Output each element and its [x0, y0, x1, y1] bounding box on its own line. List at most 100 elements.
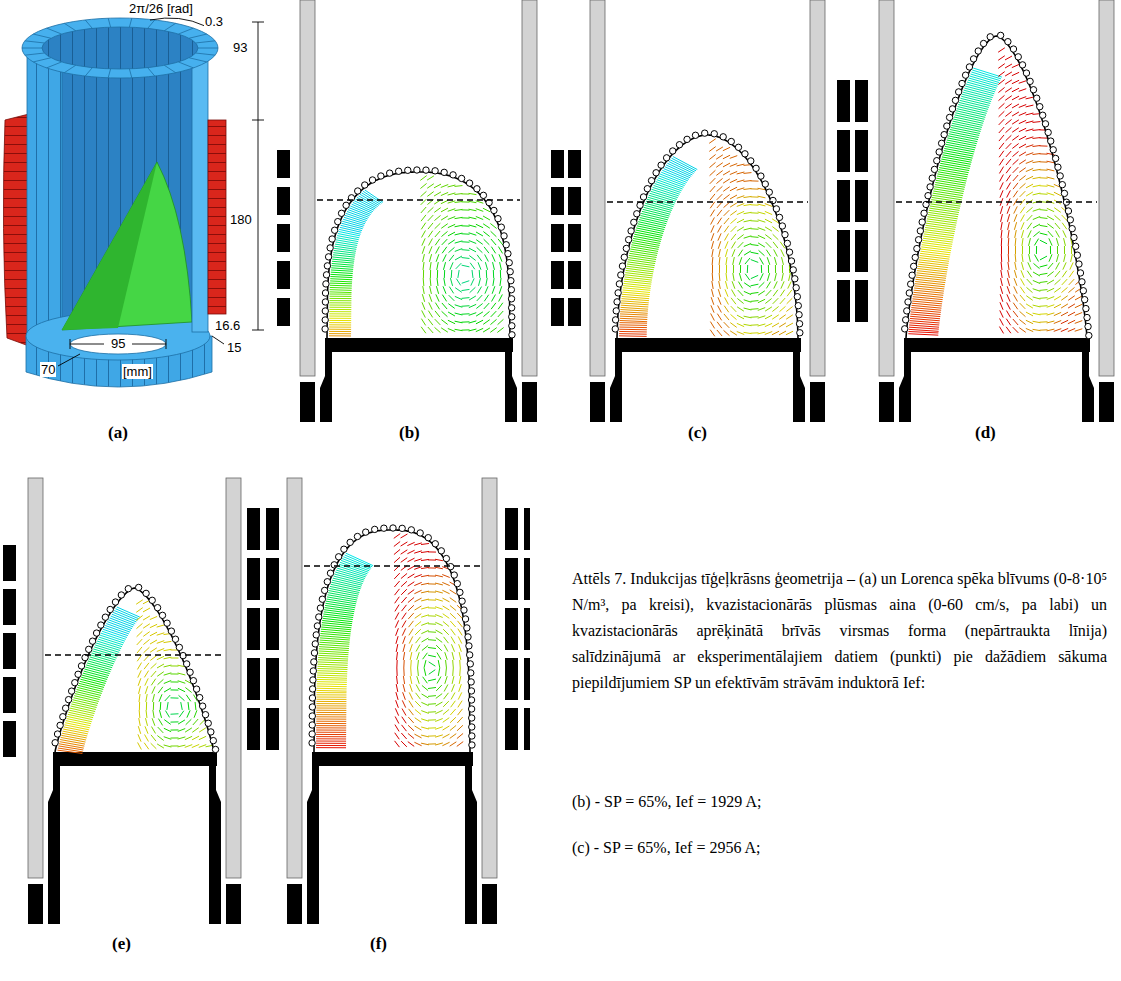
velocity-vector — [428, 319, 433, 325]
force-vector — [316, 747, 346, 748]
experimental-point — [469, 733, 475, 739]
velocity-vector — [187, 710, 190, 717]
velocity-vector — [442, 598, 449, 602]
velocity-vector — [1068, 287, 1074, 292]
experimental-point — [172, 636, 178, 642]
experimental-point — [89, 638, 95, 644]
force-vector — [660, 174, 686, 184]
bottom-plate — [904, 338, 1090, 352]
force-vector — [316, 734, 346, 735]
velocity-vector — [422, 294, 424, 302]
experimental-point — [637, 202, 643, 208]
velocity-vector — [408, 597, 414, 602]
velocity-vector — [414, 598, 421, 602]
experimental-point — [936, 149, 942, 155]
velocity-vector — [430, 270, 431, 278]
force-vector — [967, 82, 996, 90]
experimental-point — [465, 634, 471, 640]
experimental-point — [613, 308, 619, 314]
velocity-vector — [780, 298, 785, 304]
velocity-vector — [716, 163, 723, 168]
velocity-vector — [408, 582, 415, 586]
experimental-point — [1023, 70, 1029, 76]
experimental-point — [190, 677, 196, 683]
velocity-vector — [751, 284, 759, 286]
force-vector — [337, 238, 359, 242]
inductor-turn — [266, 708, 279, 750]
velocity-vector — [999, 143, 1004, 149]
velocity-vector — [428, 695, 436, 697]
section-slit — [129, 18, 131, 27]
force-vector — [651, 191, 677, 199]
velocity-vector — [738, 250, 742, 257]
velocity-vector — [441, 224, 448, 229]
force-vector — [927, 219, 957, 223]
velocity-vector — [137, 655, 142, 662]
velocity-vector — [428, 231, 433, 238]
force-vector — [923, 236, 953, 240]
velocity-vector — [164, 688, 171, 692]
velocity-vector — [435, 735, 443, 737]
velocity-vector — [409, 621, 414, 627]
velocity-vector — [711, 233, 714, 241]
experimental-point — [112, 599, 118, 605]
velocity-vector — [422, 231, 426, 238]
force-vector — [926, 225, 956, 229]
velocity-vector — [455, 217, 463, 218]
velocity-vector — [442, 590, 449, 593]
velocity-vector — [410, 644, 413, 652]
inductor-turn — [568, 187, 581, 215]
velocity-vector — [164, 649, 172, 650]
experimental-point — [1061, 190, 1067, 196]
force-vector — [329, 302, 351, 303]
velocity-vector — [157, 736, 163, 741]
experimental-point — [1069, 225, 1075, 231]
plate-leg — [209, 766, 221, 924]
velocity-vector — [1008, 262, 1009, 270]
velocity-vector — [435, 327, 441, 332]
velocity-vector — [442, 303, 447, 309]
computed-free-surface — [55, 588, 214, 752]
velocity-vector — [1020, 287, 1025, 294]
force-vector — [316, 714, 346, 715]
velocity-vector — [193, 719, 198, 725]
force-vector — [925, 227, 955, 231]
force-vector — [619, 331, 647, 333]
experimental-point — [796, 312, 802, 318]
force-vector — [630, 251, 657, 255]
force-vector — [622, 296, 650, 298]
velocity-vector — [711, 217, 715, 224]
velocity-vector — [462, 249, 470, 251]
velocity-vector — [499, 294, 503, 301]
velocity-vector — [437, 677, 441, 684]
velocity-vector — [712, 265, 713, 273]
velocity-vector — [427, 176, 434, 180]
computed-free-surface — [906, 36, 1087, 338]
velocity-vector — [747, 265, 748, 273]
velocity-vector — [421, 191, 427, 196]
velocity-vector — [164, 680, 171, 683]
force-vector — [929, 208, 959, 212]
velocity-vector — [1029, 254, 1031, 262]
force-vector — [908, 332, 938, 333]
velocity-vector — [410, 684, 413, 692]
wall-cut-face — [192, 50, 208, 332]
velocity-vector — [731, 226, 737, 232]
experimental-point — [1084, 314, 1090, 320]
velocity-vector — [462, 225, 470, 226]
velocity-vector — [1055, 271, 1060, 277]
experimental-point — [1071, 234, 1077, 240]
velocity-vector — [435, 575, 443, 577]
velocity-vector — [421, 567, 429, 568]
experimental-point — [457, 589, 463, 595]
inductor-turn — [247, 708, 260, 750]
velocity-vector — [1026, 192, 1033, 196]
crucible-wall — [590, 0, 605, 376]
velocity-vector — [423, 286, 425, 294]
velocity-vector — [484, 239, 490, 245]
velocity-vector — [469, 241, 476, 244]
velocity-vector — [448, 328, 455, 331]
velocity-vector — [1034, 239, 1038, 246]
velocity-vector — [436, 638, 442, 643]
velocity-vector — [758, 188, 766, 189]
